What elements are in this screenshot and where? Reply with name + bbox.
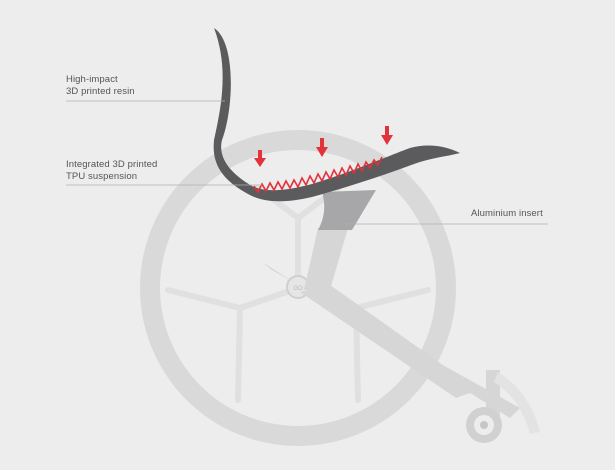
leader-lines [66,100,548,225]
caster-guard [494,372,540,434]
seat-shell [213,28,460,202]
tpu-suspension [253,156,383,194]
down-arrow-icon [316,138,328,157]
hub-logo: GO [293,286,303,292]
down-arrow-icon [381,126,393,145]
aluminium-label-line1: Aluminium insert [471,208,543,219]
resin-label: High-impact 3D printed resin [66,74,135,98]
tpu-label-line2: TPU suspension [66,171,138,182]
aluminium-label: Aluminium insert [471,208,543,220]
tpu-label: Integrated 3D printed TPU suspension [66,159,157,183]
load-arrow-1 [254,150,266,167]
wheelchair-frame [262,228,540,443]
resin-label-line2: 3D printed resin [66,86,135,97]
aluminium-insert [318,190,376,230]
load-arrow-2 [316,138,328,157]
tpu-label-line1: Integrated 3D printed [66,159,158,170]
wheel-rim [140,130,456,446]
down-arrow-icon [254,150,266,167]
caster-axle [480,421,488,429]
frame-column [304,228,348,290]
rear-wheel: GO [140,130,456,446]
load-arrow-3 [381,126,393,145]
resin-label-line1: High-impact [66,74,118,85]
frame-lower-bar [300,285,478,398]
